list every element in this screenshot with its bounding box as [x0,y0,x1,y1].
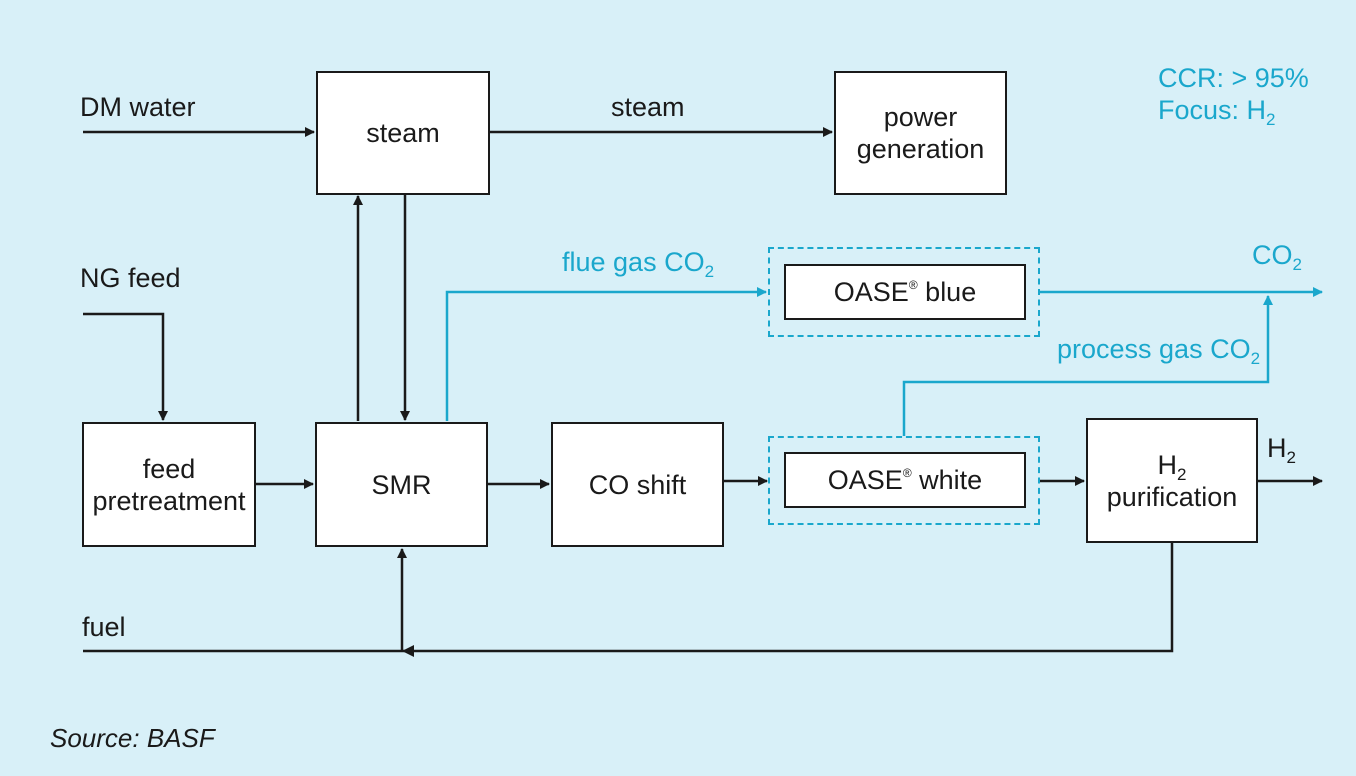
dm-water-label: DM water [80,92,196,122]
arrow-process-gas-co2 [902,295,1273,436]
feed-label-line1: feed [142,453,196,484]
focus-label: Focus: H2 [1158,95,1276,129]
oase-white-box: OASE® white [784,452,1026,508]
h2-purification-box: H2 purification [1086,418,1258,543]
smr-label: SMR [371,469,432,500]
oase-blue-box: OASE® blue [784,264,1026,320]
flue-gas-co2-label: flue gas CO2 [562,247,715,281]
co-shift-box: CO shift [551,422,724,547]
process-gas-co2-label: process gas CO2 [1057,334,1261,368]
power-label-line2: generation [856,134,985,164]
co2-output-label: CO2 [1252,240,1302,274]
h2-purification-label-line2: purification [1106,481,1238,512]
arrowhead-fuel-loop [402,645,414,657]
power-generation-box: power generation [834,71,1007,195]
h2-purification-label-line1: H2 [1157,449,1187,484]
ng-feed-label: NG feed [80,263,181,293]
arrow-flue-gas-to-oase-blue [445,287,767,421]
ccr-label: CCR: > 95% [1158,63,1309,93]
h2-output-label: H2 [1267,433,1296,467]
smr-box: SMR [315,422,488,547]
fuel-label: fuel [82,612,126,642]
power-label-line1: power [883,102,958,132]
steam-stream-label: steam [611,92,685,122]
steam-box: steam [316,71,490,195]
oase-white-dashed-frame [768,436,1040,525]
co-shift-label: CO shift [588,469,687,500]
feed-pretreatment-box: feed pretreatment [82,422,256,547]
oase-white-label: OASE® white [827,465,983,495]
steam-box-label: steam [366,118,440,148]
source-caption: Source: BASF [50,723,215,753]
line-purge-fuel-loop [402,542,1174,653]
arrow-ng-feed-to-pretreatment [83,312,168,421]
feed-label-line2: pretreatment [92,485,246,516]
oase-blue-label: OASE® blue [833,277,977,307]
oase-blue-dashed-frame [768,247,1040,337]
